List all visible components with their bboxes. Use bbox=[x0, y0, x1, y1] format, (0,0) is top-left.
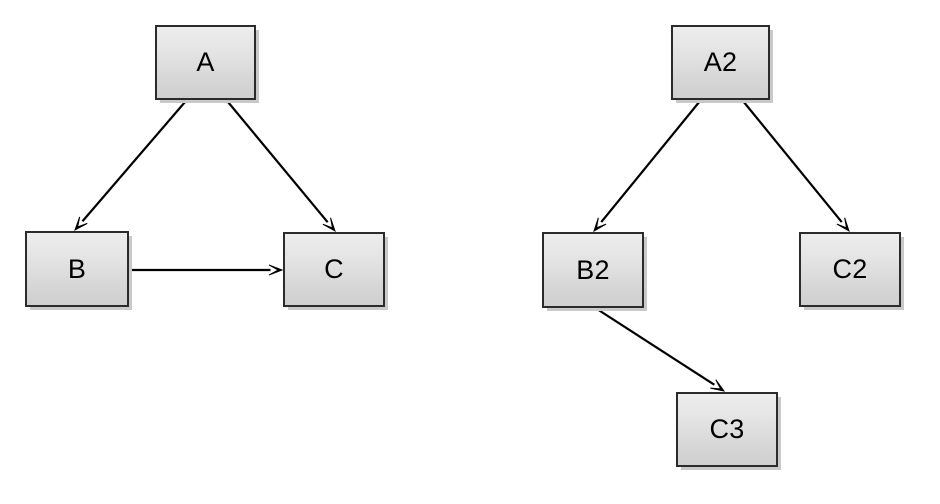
node-b[interactable]: B bbox=[25, 231, 129, 307]
arrowhead-icon bbox=[593, 217, 607, 233]
node-label: B2 bbox=[576, 254, 610, 285]
node-label: C2 bbox=[832, 254, 868, 284]
arrowhead-icon bbox=[268, 264, 284, 276]
arrowhead-icon bbox=[322, 217, 336, 233]
node-label: C3 bbox=[709, 414, 745, 444]
edge-line bbox=[81, 101, 186, 222]
node-b2[interactable]: B2 bbox=[542, 232, 644, 308]
arrowhead-icon bbox=[836, 217, 850, 233]
node-label: A bbox=[196, 47, 215, 77]
edge-a2-c2[interactable] bbox=[742, 100, 850, 233]
edge-b2-c3[interactable] bbox=[596, 308, 726, 392]
node-c3[interactable]: C3 bbox=[676, 392, 778, 467]
node-label: A2 bbox=[703, 47, 738, 77]
node-a2[interactable]: A2 bbox=[671, 25, 770, 100]
edge-a2-b2[interactable] bbox=[593, 100, 701, 233]
edge-a-c[interactable] bbox=[227, 101, 336, 233]
arrowhead-icon bbox=[710, 379, 726, 392]
node-c[interactable]: C bbox=[283, 232, 385, 307]
edge-a-b[interactable] bbox=[74, 101, 186, 232]
node-label: B bbox=[67, 253, 87, 284]
node-c2[interactable]: C2 bbox=[799, 232, 901, 307]
edge-b-c[interactable] bbox=[130, 264, 284, 276]
edge-line bbox=[227, 101, 329, 223]
edge-line bbox=[596, 308, 715, 386]
arrowhead-icon bbox=[74, 216, 88, 232]
node-label: C bbox=[324, 254, 344, 284]
node-a[interactable]: A bbox=[155, 25, 256, 100]
edge-line bbox=[742, 100, 843, 223]
edge-line bbox=[600, 100, 701, 223]
